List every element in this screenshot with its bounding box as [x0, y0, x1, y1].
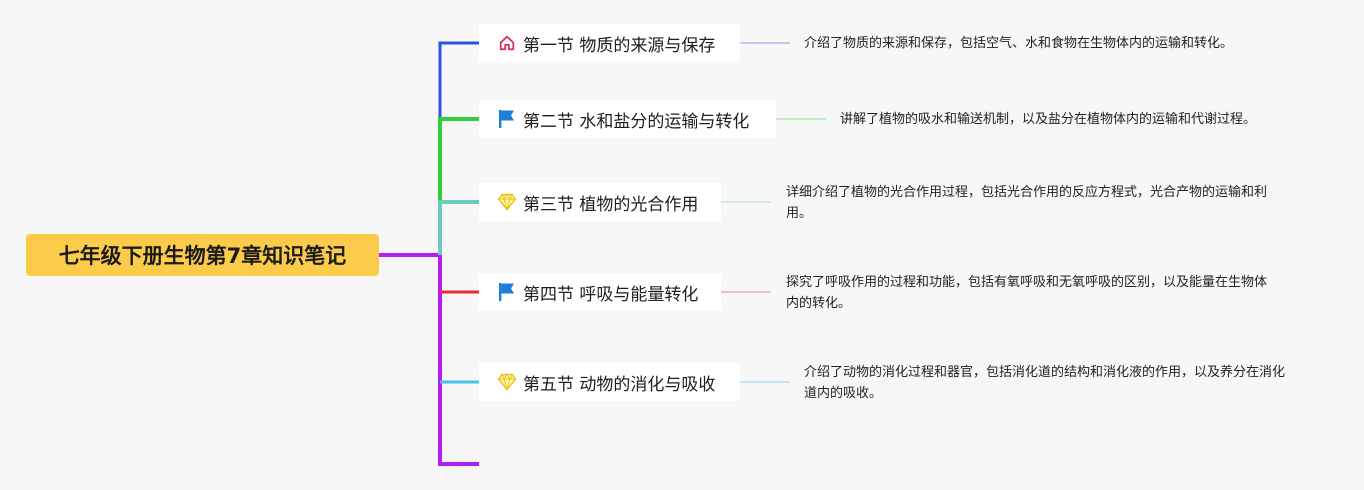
- diamond-icon: [497, 372, 517, 392]
- branch-topic-1[interactable]: 第一节 物质的来源与保存: [479, 24, 740, 62]
- diamond-icon: [497, 192, 517, 212]
- branch-topic-1-label: 第一节 物质的来源与保存: [523, 35, 716, 56]
- branch-topic-2-label: 第二节 水和盐分的运输与转化: [523, 111, 750, 132]
- branch-topic-5[interactable]: 第五节 动物的消化与吸收: [479, 363, 740, 401]
- connector-branch-3: [438, 200, 479, 255]
- house-icon: [497, 33, 517, 53]
- flag-icon: [497, 109, 517, 129]
- branch-topic-5-label: 第五节 动物的消化与吸收: [523, 374, 716, 395]
- connector-branch-2: [438, 117, 479, 255]
- branch-topic-3[interactable]: 第三节 植物的光合作用: [479, 183, 721, 221]
- branch-description-4: 探究了呼吸作用的过程和功能，包括有氧呼吸和无氧呼吸的区别，以及能量在生物体内的转…: [786, 275, 1268, 311]
- flag-icon: [497, 282, 517, 302]
- branch-description-3: 详细介绍了植物的光合作用过程，包括光合作用的反应方程式，光合产物的运输和利用。: [786, 185, 1268, 221]
- branch-topic-4-label: 第四节 呼吸与能量转化: [523, 284, 699, 305]
- connector-branch-1: [438, 41, 479, 255]
- branch-description-5: 介绍了动物的消化过程和器官，包括消化道的结构和消化液的作用，以及养分在消化道内的…: [804, 365, 1286, 401]
- branch-description-2: 讲解了植物的吸水和输送机制，以及盐分在植物体内的运输和代谢过程。: [840, 112, 1257, 127]
- root-topic[interactable]: 七年级下册生物第7章知识笔记: [26, 234, 379, 276]
- root-connector: [379, 253, 479, 466]
- root-topic-label: 七年级下册生物第7章知识笔记: [58, 244, 347, 268]
- branch-description-1: 介绍了物质的来源和保存，包括空气、水和食物在生物体内的运输和转化。: [804, 36, 1234, 51]
- branch-topic-4[interactable]: 第四节 呼吸与能量转化: [479, 273, 721, 311]
- branch-topic-3-label: 第三节 植物的光合作用: [523, 194, 699, 215]
- branch-topic-2[interactable]: 第二节 水和盐分的运输与转化: [479, 100, 776, 138]
